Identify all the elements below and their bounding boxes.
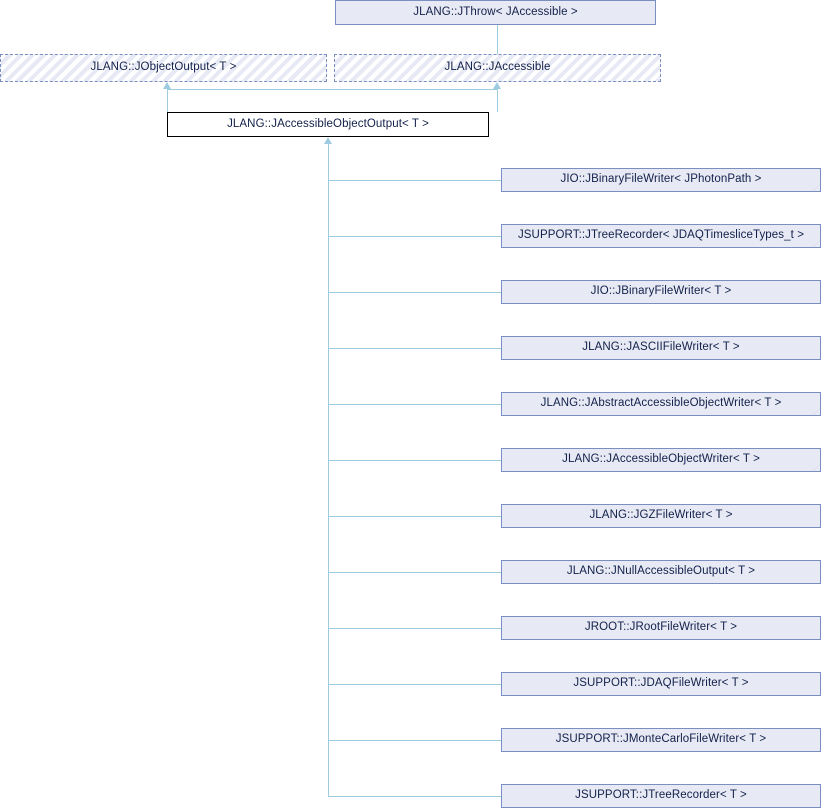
class-label: JLANG::JNullAccessibleOutput< T > [566,565,756,578]
edge-branch-d8 [328,572,501,573]
class-node-jroot-jrootfilewriter[interactable]: JROOT::JRootFileWriter< T > [501,616,821,640]
class-label: JIO::JBinaryFileWriter< T > [590,285,732,298]
class-label: JLANG::JAccessibleObjectOutput< T > [227,117,429,130]
class-label: JSUPPORT::JMonteCarloFileWriter< T > [555,733,767,746]
edge-riser-right [497,89,498,112]
class-label: JIO::JBinaryFileWriter< JPhotonPath > [560,173,762,186]
class-node-jthrow[interactable]: JLANG::JThrow< JAccessible > [335,0,656,25]
edge-bridge-left [167,89,331,90]
class-label: JLANG::JAccessibleObjectWriter< T > [562,453,760,466]
class-label: JSUPPORT::JDAQFileWriter< T > [573,677,749,690]
edge-branch-d7 [328,516,501,517]
arrowhead-jobjectoutput [163,82,171,89]
edge-branch-d3 [328,292,501,293]
class-label: JLANG::JGZFileWriter< T > [589,509,733,522]
edge-branch-d9 [328,628,501,629]
class-node-jlang-jnullaccessibleoutput[interactable]: JLANG::JNullAccessibleOutput< T > [501,560,821,584]
class-node-jsupport-jdaqfilewriter[interactable]: JSUPPORT::JDAQFileWriter< T > [501,672,821,696]
edge-bridge-right [327,89,498,90]
edge-branch-d6 [328,460,501,461]
edge-branch-d12 [328,796,501,797]
arrowhead-jaccessibleobjectoutput [324,137,332,144]
class-node-jsupport-jmontecarlofilewriter[interactable]: JSUPPORT::JMonteCarloFileWriter< T > [501,728,821,752]
class-label: JLANG::JThrow< JAccessible > [413,5,578,18]
class-label: JLANG::JASCIIFileWriter< T > [582,341,740,354]
edge-branch-d10 [328,684,501,685]
class-label: JLANG::JObjectOutput< T > [90,61,237,74]
class-label: JLANG::JAbstractAccessibleObjectWriter< … [540,397,782,410]
edge-branch-d11 [328,740,501,741]
edge-branch-d5 [328,404,501,405]
class-node-jlang-jabstractaccessibleobjectwriter[interactable]: JLANG::JAbstractAccessibleObjectWriter< … [501,392,821,416]
edge-derived-trunk [328,144,329,796]
class-node-jsupport-jtreerecorder-jdaqtimeslicetypes[interactable]: JSUPPORT::JTreeRecorder< JDAQTimesliceTy… [501,224,821,248]
class-node-jio-jbinaryfilewriter[interactable]: JIO::JBinaryFileWriter< T > [501,280,821,304]
class-label: JROOT::JRootFileWriter< T > [584,621,738,634]
class-node-jaccessibleobjectoutput[interactable]: JLANG::JAccessibleObjectOutput< T > [167,112,489,137]
class-label: JSUPPORT::JTreeRecorder< JDAQTimesliceTy… [517,229,805,242]
class-label: JLANG::JAccessible [444,61,551,74]
class-label: JSUPPORT::JTreeRecorder< T > [575,789,747,802]
class-node-jlang-jaccessibleobjectwriter[interactable]: JLANG::JAccessibleObjectWriter< T > [501,448,821,472]
class-node-jsupport-jtreerecorder[interactable]: JSUPPORT::JTreeRecorder< T > [501,784,821,808]
edge-branch-d2 [328,236,501,237]
arrowhead-jaccessible [493,82,501,89]
class-node-jobjectoutput[interactable]: JLANG::JObjectOutput< T > [0,54,327,82]
edge-branch-d1 [328,180,501,181]
class-node-jlang-jgzfilewriter[interactable]: JLANG::JGZFileWriter< T > [501,504,821,528]
class-node-jaccessible[interactable]: JLANG::JAccessible [334,54,661,82]
edge-riser-left [167,89,168,112]
class-node-jlang-jasciifilewriter[interactable]: JLANG::JASCIIFileWriter< T > [501,336,821,360]
edge-branch-d4 [328,348,501,349]
edge-jaccessible-to-jthrow [497,25,498,54]
class-node-jio-jbinaryfilewriter-jphotonpath[interactable]: JIO::JBinaryFileWriter< JPhotonPath > [501,168,821,192]
